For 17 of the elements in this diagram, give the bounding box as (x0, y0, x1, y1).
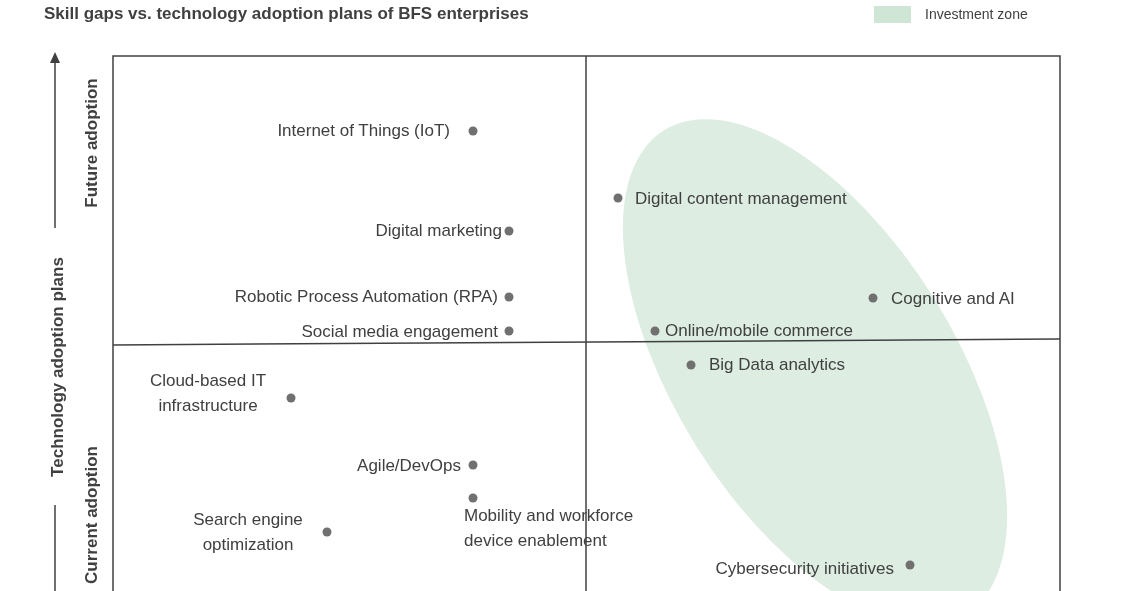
point-label: Digital marketing (374, 220, 502, 242)
point-label: Agile/DevOps (356, 455, 461, 477)
point-label: Cognitive and AI (891, 288, 1016, 310)
point-label: Social media engagement (300, 321, 498, 343)
legend-label: Investment zone (925, 6, 1028, 22)
point-label: Search engine optimization (192, 509, 304, 556)
axis-label: Current adoption (82, 446, 102, 584)
chart-title: Skill gaps vs. technology adoption plans of BFS enterprises (44, 4, 529, 24)
point-label: Digital content management (635, 188, 848, 210)
point-label: Cybersecurity initiatives (714, 558, 894, 580)
axis-label: Technology adoption plans (48, 257, 68, 477)
point-label: Online/mobile commerce (665, 320, 854, 342)
point-label: Big Data analytics (709, 354, 847, 376)
point-label: Robotic Process Automation (RPA) (233, 286, 498, 308)
axis-label: Future adoption (82, 78, 102, 208)
point-label: Internet of Things (IoT) (276, 120, 450, 142)
point-label: Cloud-based IT infrastructure (148, 370, 268, 417)
